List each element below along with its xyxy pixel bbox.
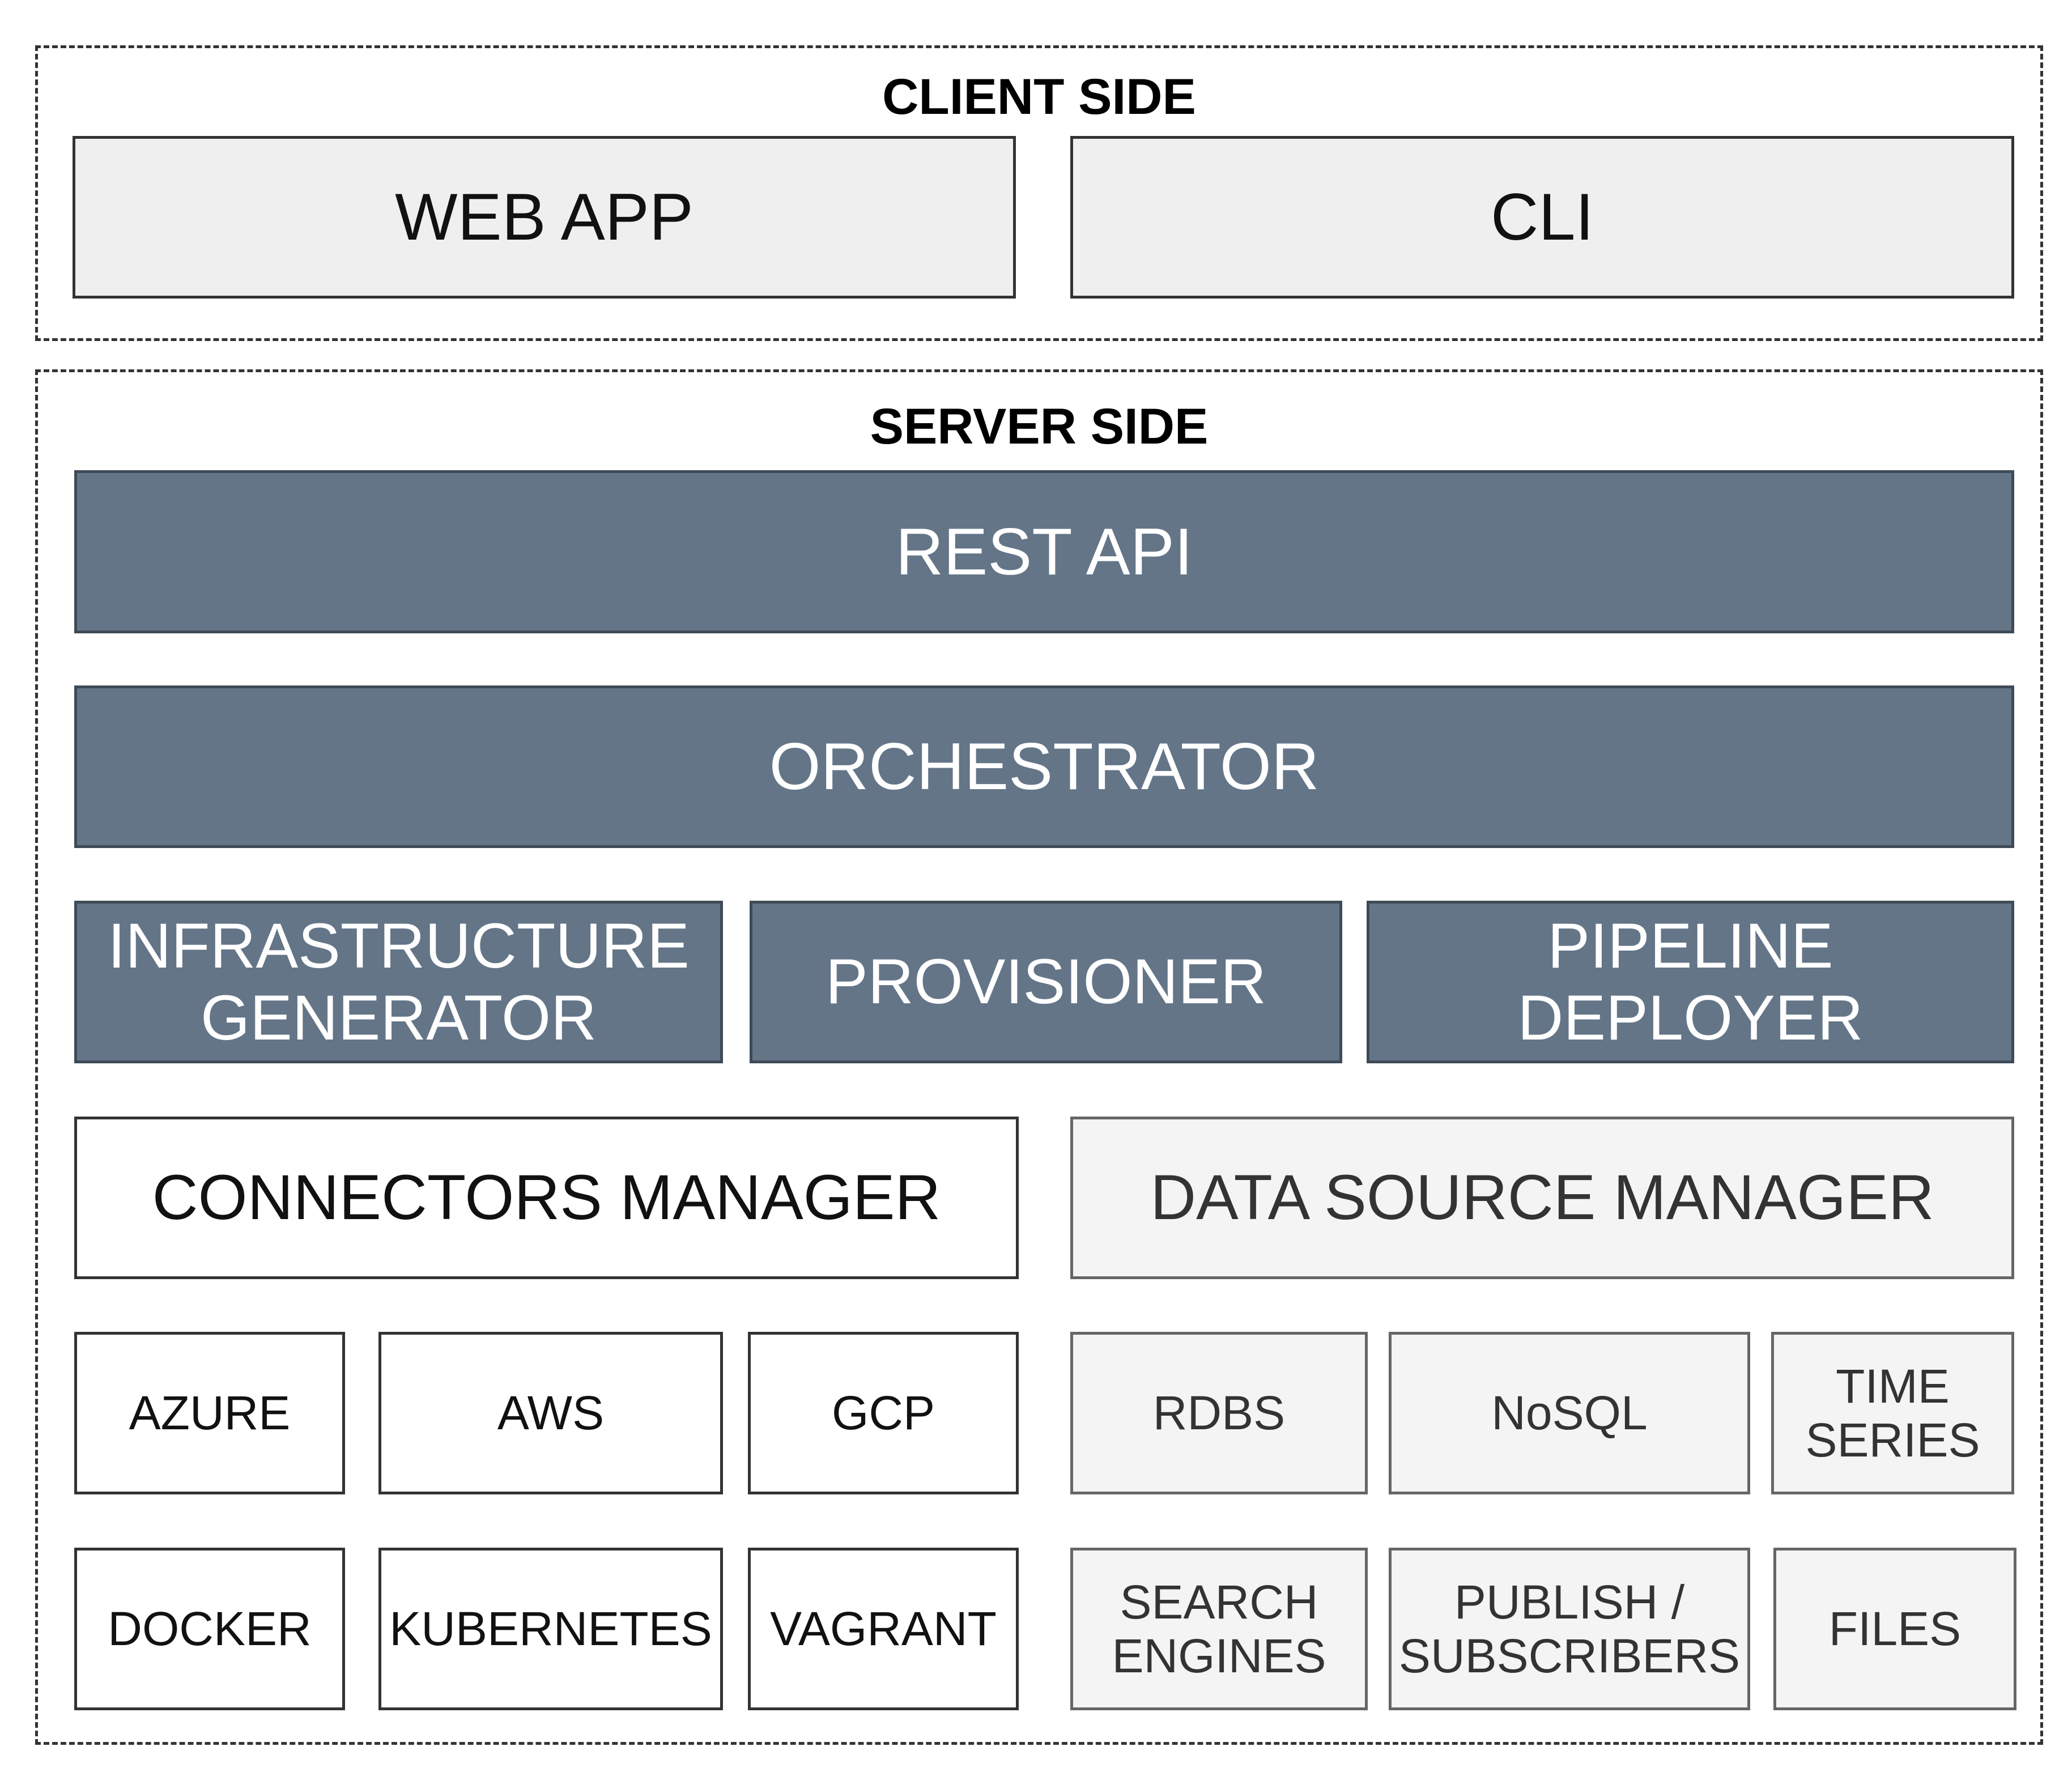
connector-docker-box: DOCKER (74, 1548, 345, 1710)
connector-aws-label: AWS (497, 1386, 605, 1440)
data-source-time-series-box: TIME SERIES (1771, 1332, 2014, 1494)
server-side-title: SERVER SIDE (870, 398, 1209, 454)
data-source-files-label: FILES (1828, 1602, 1962, 1656)
data-source-manager-box: DATA SOURCE MANAGER (1070, 1117, 2014, 1279)
pipeline-deployer-label-line-1: PIPELINE (1547, 910, 1833, 981)
rest-api-box: REST API (74, 470, 2014, 633)
cli-box: CLI (1070, 136, 2014, 299)
data-source-nosql-label: NoSQL (1491, 1386, 1648, 1440)
connector-gcp-label: GCP (831, 1386, 935, 1440)
connectors-manager-label: CONNECTORS MANAGER (152, 1162, 941, 1233)
connector-docker-label: DOCKER (108, 1602, 312, 1656)
infrastructure-generator-label-line-2: GENERATOR (200, 982, 597, 1053)
cli-label: CLI (1490, 180, 1594, 254)
web-app-label: WEB APP (395, 180, 693, 254)
orchestrator-box: ORCHESTRATOR (74, 685, 2014, 848)
data-source-time-series-label-line-1: TIME (1836, 1359, 1950, 1413)
data-source-nosql-box: NoSQL (1389, 1332, 1750, 1494)
data-source-files-box: FILES (1773, 1548, 2016, 1710)
web-app-box: WEB APP (73, 136, 1016, 299)
connector-kubernetes-box: KUBERNETES (378, 1548, 723, 1710)
data-source-rdbs-label: RDBS (1152, 1386, 1286, 1440)
data-source-search-engines-label-line-2: ENGINES (1112, 1629, 1326, 1682)
connector-vagrant-label: VAGRANT (770, 1602, 997, 1656)
data-source-search-engines-label-line-1: SEARCH (1120, 1575, 1318, 1629)
data-source-manager-label: DATA SOURCE MANAGER (1150, 1162, 1934, 1233)
connector-kubernetes-label: KUBERNETES (389, 1602, 712, 1656)
infrastructure-generator-label-line-1: INFRASTRUCTURE (108, 910, 690, 981)
data-source-rdbs-box: RDBS (1070, 1332, 1368, 1494)
pipeline-deployer-label-line-2: DEPLOYER (1517, 982, 1863, 1053)
connector-aws-box: AWS (378, 1332, 723, 1494)
provisioner-box: PROVISIONER (750, 901, 1342, 1063)
connector-azure-box: AZURE (74, 1332, 345, 1494)
client-side-title: CLIENT SIDE (882, 68, 1196, 125)
data-source-time-series-label-line-2: SERIES (1805, 1413, 1980, 1467)
rest-api-label: REST API (895, 514, 1193, 589)
data-source-publish-subscribers-label-line-2: SUBSCRIBERS (1398, 1629, 1741, 1682)
data-source-publish-subscribers-box: PUBLISH / SUBSCRIBERS (1389, 1548, 1750, 1710)
client-side-group: CLIENT SIDE (35, 45, 2043, 341)
connector-gcp-box: GCP (748, 1332, 1019, 1494)
server-side-group: SERVER SIDE (35, 369, 2043, 1745)
connector-vagrant-box: VAGRANT (748, 1548, 1019, 1710)
connectors-manager-box: CONNECTORS MANAGER (74, 1117, 1019, 1279)
data-source-search-engines-box: SEARCH ENGINES (1070, 1548, 1368, 1710)
provisioner-label: PROVISIONER (826, 946, 1266, 1017)
orchestrator-label: ORCHESTRATOR (769, 729, 1320, 804)
infrastructure-generator-box: INFRASTRUCTURE GENERATOR (74, 901, 723, 1063)
data-source-publish-subscribers-label-line-1: PUBLISH / (1454, 1575, 1685, 1629)
connector-azure-label: AZURE (129, 1386, 291, 1440)
pipeline-deployer-box: PIPELINE DEPLOYER (1367, 901, 2014, 1063)
